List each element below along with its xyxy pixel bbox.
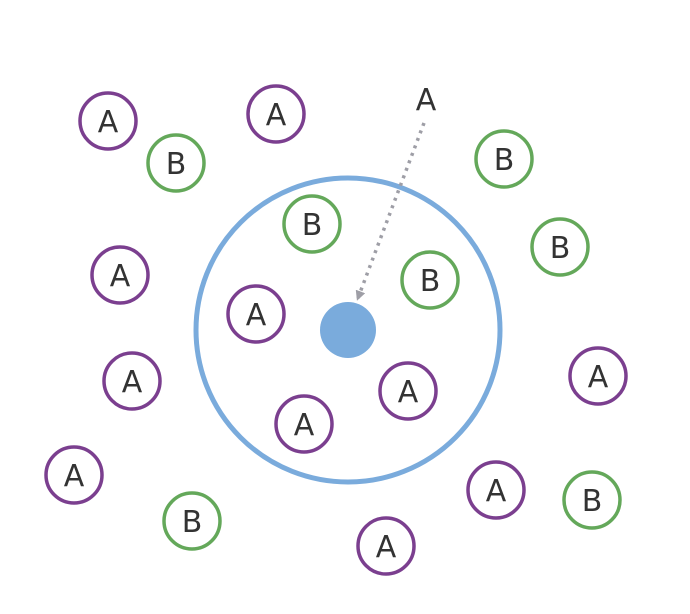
node-b: B <box>146 133 206 193</box>
node-label: A <box>398 375 419 410</box>
node-circle <box>378 361 438 421</box>
node-a: A <box>274 394 334 454</box>
node-circle <box>282 194 342 254</box>
node-a: A <box>466 460 526 520</box>
node-circle <box>90 245 150 305</box>
node-label: A <box>64 459 85 494</box>
node-circle <box>530 217 590 277</box>
node-a: A <box>90 245 150 305</box>
node-label: A <box>376 530 397 565</box>
node-label: B <box>182 505 203 540</box>
node-b: B <box>474 129 534 189</box>
node-label: A <box>110 259 131 294</box>
node-circle <box>162 491 222 551</box>
node-circle <box>568 346 628 406</box>
node-circle <box>146 133 206 193</box>
node-label: A <box>266 98 287 133</box>
node-circle <box>356 516 416 576</box>
node-label: B <box>582 484 603 519</box>
node-a: A <box>78 91 138 151</box>
node-label: A <box>98 105 119 140</box>
node-a: A <box>378 361 438 421</box>
node-label: A <box>588 360 609 395</box>
node-b: B <box>162 491 222 551</box>
node-circle <box>400 250 460 310</box>
node-circle <box>466 460 526 520</box>
node-label: B <box>302 208 323 243</box>
node-label: A <box>122 365 143 400</box>
node-b: B <box>282 194 342 254</box>
node-label: B <box>550 231 571 266</box>
node-a: A <box>356 516 416 576</box>
node-label: B <box>420 264 441 299</box>
node-label: A <box>486 474 507 509</box>
node-b: B <box>530 217 590 277</box>
node-circle <box>246 84 306 144</box>
node-circle <box>474 129 534 189</box>
node-a: A <box>44 445 104 505</box>
node-circle <box>274 394 334 454</box>
node-b: B <box>400 250 460 310</box>
range-ring <box>193 175 503 485</box>
node-label: B <box>494 143 515 178</box>
node-a: A <box>568 346 628 406</box>
node-label: A <box>246 298 267 333</box>
nodes-layer: A A B B B A B B A A A A A A A A B B <box>44 84 628 576</box>
node-circle <box>226 284 286 344</box>
center-dot <box>320 302 376 358</box>
node-label: B <box>166 147 187 182</box>
node-circle <box>562 470 622 530</box>
node-circle <box>78 91 138 151</box>
node-circle <box>102 351 162 411</box>
node-a: A <box>246 84 306 144</box>
incoming-arrow-label: A <box>416 83 437 118</box>
node-b: B <box>562 470 622 530</box>
node-label: A <box>294 408 315 443</box>
node-circle <box>44 445 104 505</box>
node-a: A <box>226 284 286 344</box>
node-a: A <box>102 351 162 411</box>
